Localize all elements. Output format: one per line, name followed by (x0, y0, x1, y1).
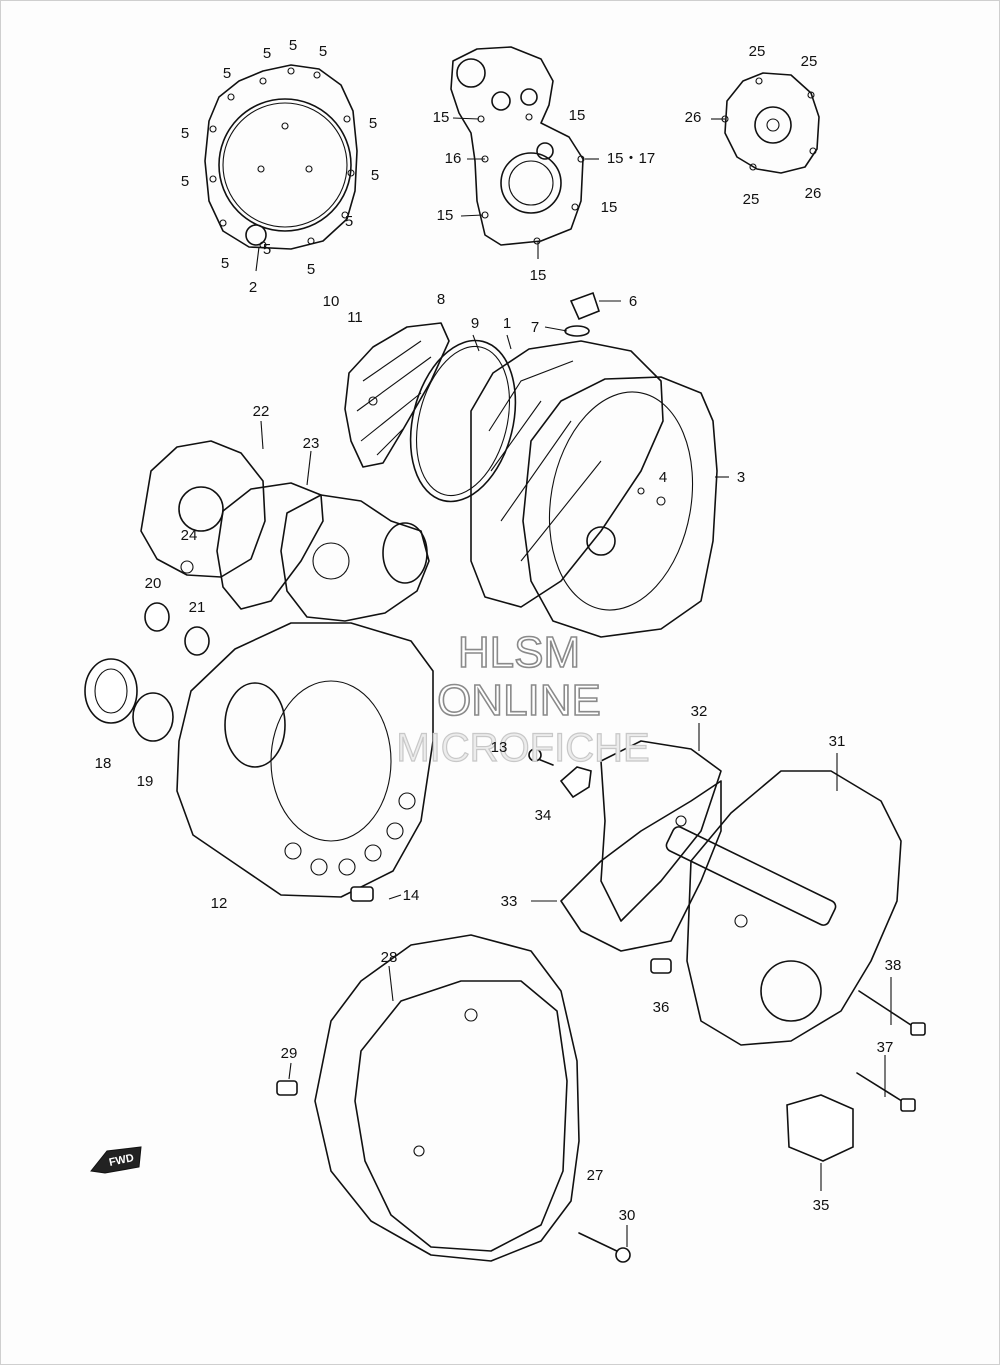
callout-5: 5 (221, 255, 229, 272)
callout-9: 9 (471, 315, 479, 332)
clutch-cover-plate (344, 322, 450, 468)
callout-31: 31 (829, 733, 846, 750)
callout-33: 33 (501, 893, 518, 910)
callout-10: 10 (323, 293, 340, 310)
direction-arrow-icon: FWD (90, 1146, 142, 1174)
callout-25: 25 (743, 191, 760, 208)
callout-5: 5 (369, 115, 377, 132)
callout-26: 26 (805, 185, 822, 202)
bolt-38 (858, 990, 926, 1036)
callout-14: 14 (403, 887, 420, 904)
callout-21: 21 (189, 599, 206, 616)
callout-20: 20 (145, 575, 162, 592)
callout-22: 22 (253, 403, 270, 420)
damper-35 (786, 1094, 854, 1162)
callout-15: 15 (437, 207, 454, 224)
signal-generator-cover (721, 72, 820, 174)
callout-38: 38 (885, 957, 902, 974)
callout-7: 7 (531, 319, 539, 336)
callout-4: 4 (659, 469, 667, 486)
oil-filler-cap (564, 291, 600, 337)
callout-12: 12 (211, 895, 228, 912)
callout-6: 6 (629, 293, 637, 310)
callout-numbers: 5 5 5 5 5 5 5 5 5 5 5 5 2 15 15 16 15・17… (95, 37, 902, 1224)
callout-15-17: 15・17 (607, 150, 655, 167)
callout-5: 5 (263, 241, 271, 258)
callout-5: 5 (345, 213, 353, 230)
callout-25: 25 (749, 43, 766, 60)
callout-2: 2 (249, 279, 257, 296)
callout-28: 28 (381, 949, 398, 966)
plate-34 (559, 766, 592, 799)
callout-35: 35 (813, 1197, 830, 1214)
callout-23: 23 (303, 435, 320, 452)
watermark-line-2: ONLINE (437, 676, 601, 725)
callout-5: 5 (319, 43, 327, 60)
callout-5: 5 (263, 45, 271, 62)
callout-15: 15 (601, 199, 618, 216)
bolt-13 (528, 748, 554, 766)
lower-cover (354, 980, 568, 1252)
callout-3: 3 (737, 469, 745, 486)
callout-24: 24 (181, 527, 198, 544)
callout-13: 13 (491, 739, 508, 756)
callout-5: 5 (307, 261, 315, 278)
callout-27: 27 (587, 1167, 604, 1184)
pump-cover-gasket (216, 482, 324, 610)
leader-lines (255, 117, 892, 1247)
callout-11: 11 (347, 309, 363, 326)
watermark-line-3: MICROFICHE (396, 726, 649, 770)
water-pump-body (280, 494, 430, 622)
lower-cover-gasket (314, 934, 580, 1262)
sprocket-cover-31 (665, 770, 902, 1046)
callout-15: 15 (433, 109, 450, 126)
callout-5: 5 (223, 65, 231, 82)
pump-cover (140, 440, 266, 578)
clutch-cover-main (470, 340, 664, 608)
callout-5: 5 (181, 173, 189, 190)
o-ring-19 (132, 692, 174, 742)
callout-8: 8 (437, 291, 445, 308)
callout-29: 29 (281, 1045, 298, 1062)
callout-5: 5 (181, 125, 189, 142)
callout-25: 25 (801, 53, 818, 70)
callout-36: 36 (653, 999, 670, 1016)
clutch-cover-gasket (409, 339, 517, 503)
dowel-pin-29 (276, 1080, 298, 1096)
callout-37: 37 (877, 1039, 894, 1056)
bolt-30 (578, 1232, 631, 1263)
callout-26: 26 (685, 109, 702, 126)
callout-19: 19 (137, 773, 154, 790)
bolt-37 (856, 1072, 916, 1112)
callout-18: 18 (95, 755, 112, 772)
callout-15: 15 (530, 267, 547, 284)
oil-seal-20 (144, 602, 170, 632)
generator-cover (450, 46, 585, 246)
callout-15: 15 (569, 107, 586, 124)
watermark-line-1: HLSM (458, 628, 580, 677)
watermark: HLSM ONLINE MICROFICHE (396, 627, 651, 770)
crankcase-cover-gasket (522, 376, 718, 638)
callout-5: 5 (289, 37, 297, 54)
generator-case (176, 622, 434, 898)
o-ring-21 (184, 626, 210, 656)
oil-seal-18 (84, 658, 138, 724)
sprocket-cover-gasket (560, 780, 722, 952)
callout-30: 30 (619, 1207, 636, 1224)
callout-1: 1 (503, 315, 511, 332)
clutch-cover (204, 64, 358, 250)
callout-16: 16 (445, 150, 462, 167)
fwd-label: FWD (108, 1152, 135, 1169)
callout-5: 5 (371, 167, 379, 184)
callout-34: 34 (535, 807, 552, 824)
callout-32: 32 (691, 703, 708, 720)
dowel-pin-14 (350, 886, 374, 902)
dowel-pin-36 (650, 958, 672, 974)
